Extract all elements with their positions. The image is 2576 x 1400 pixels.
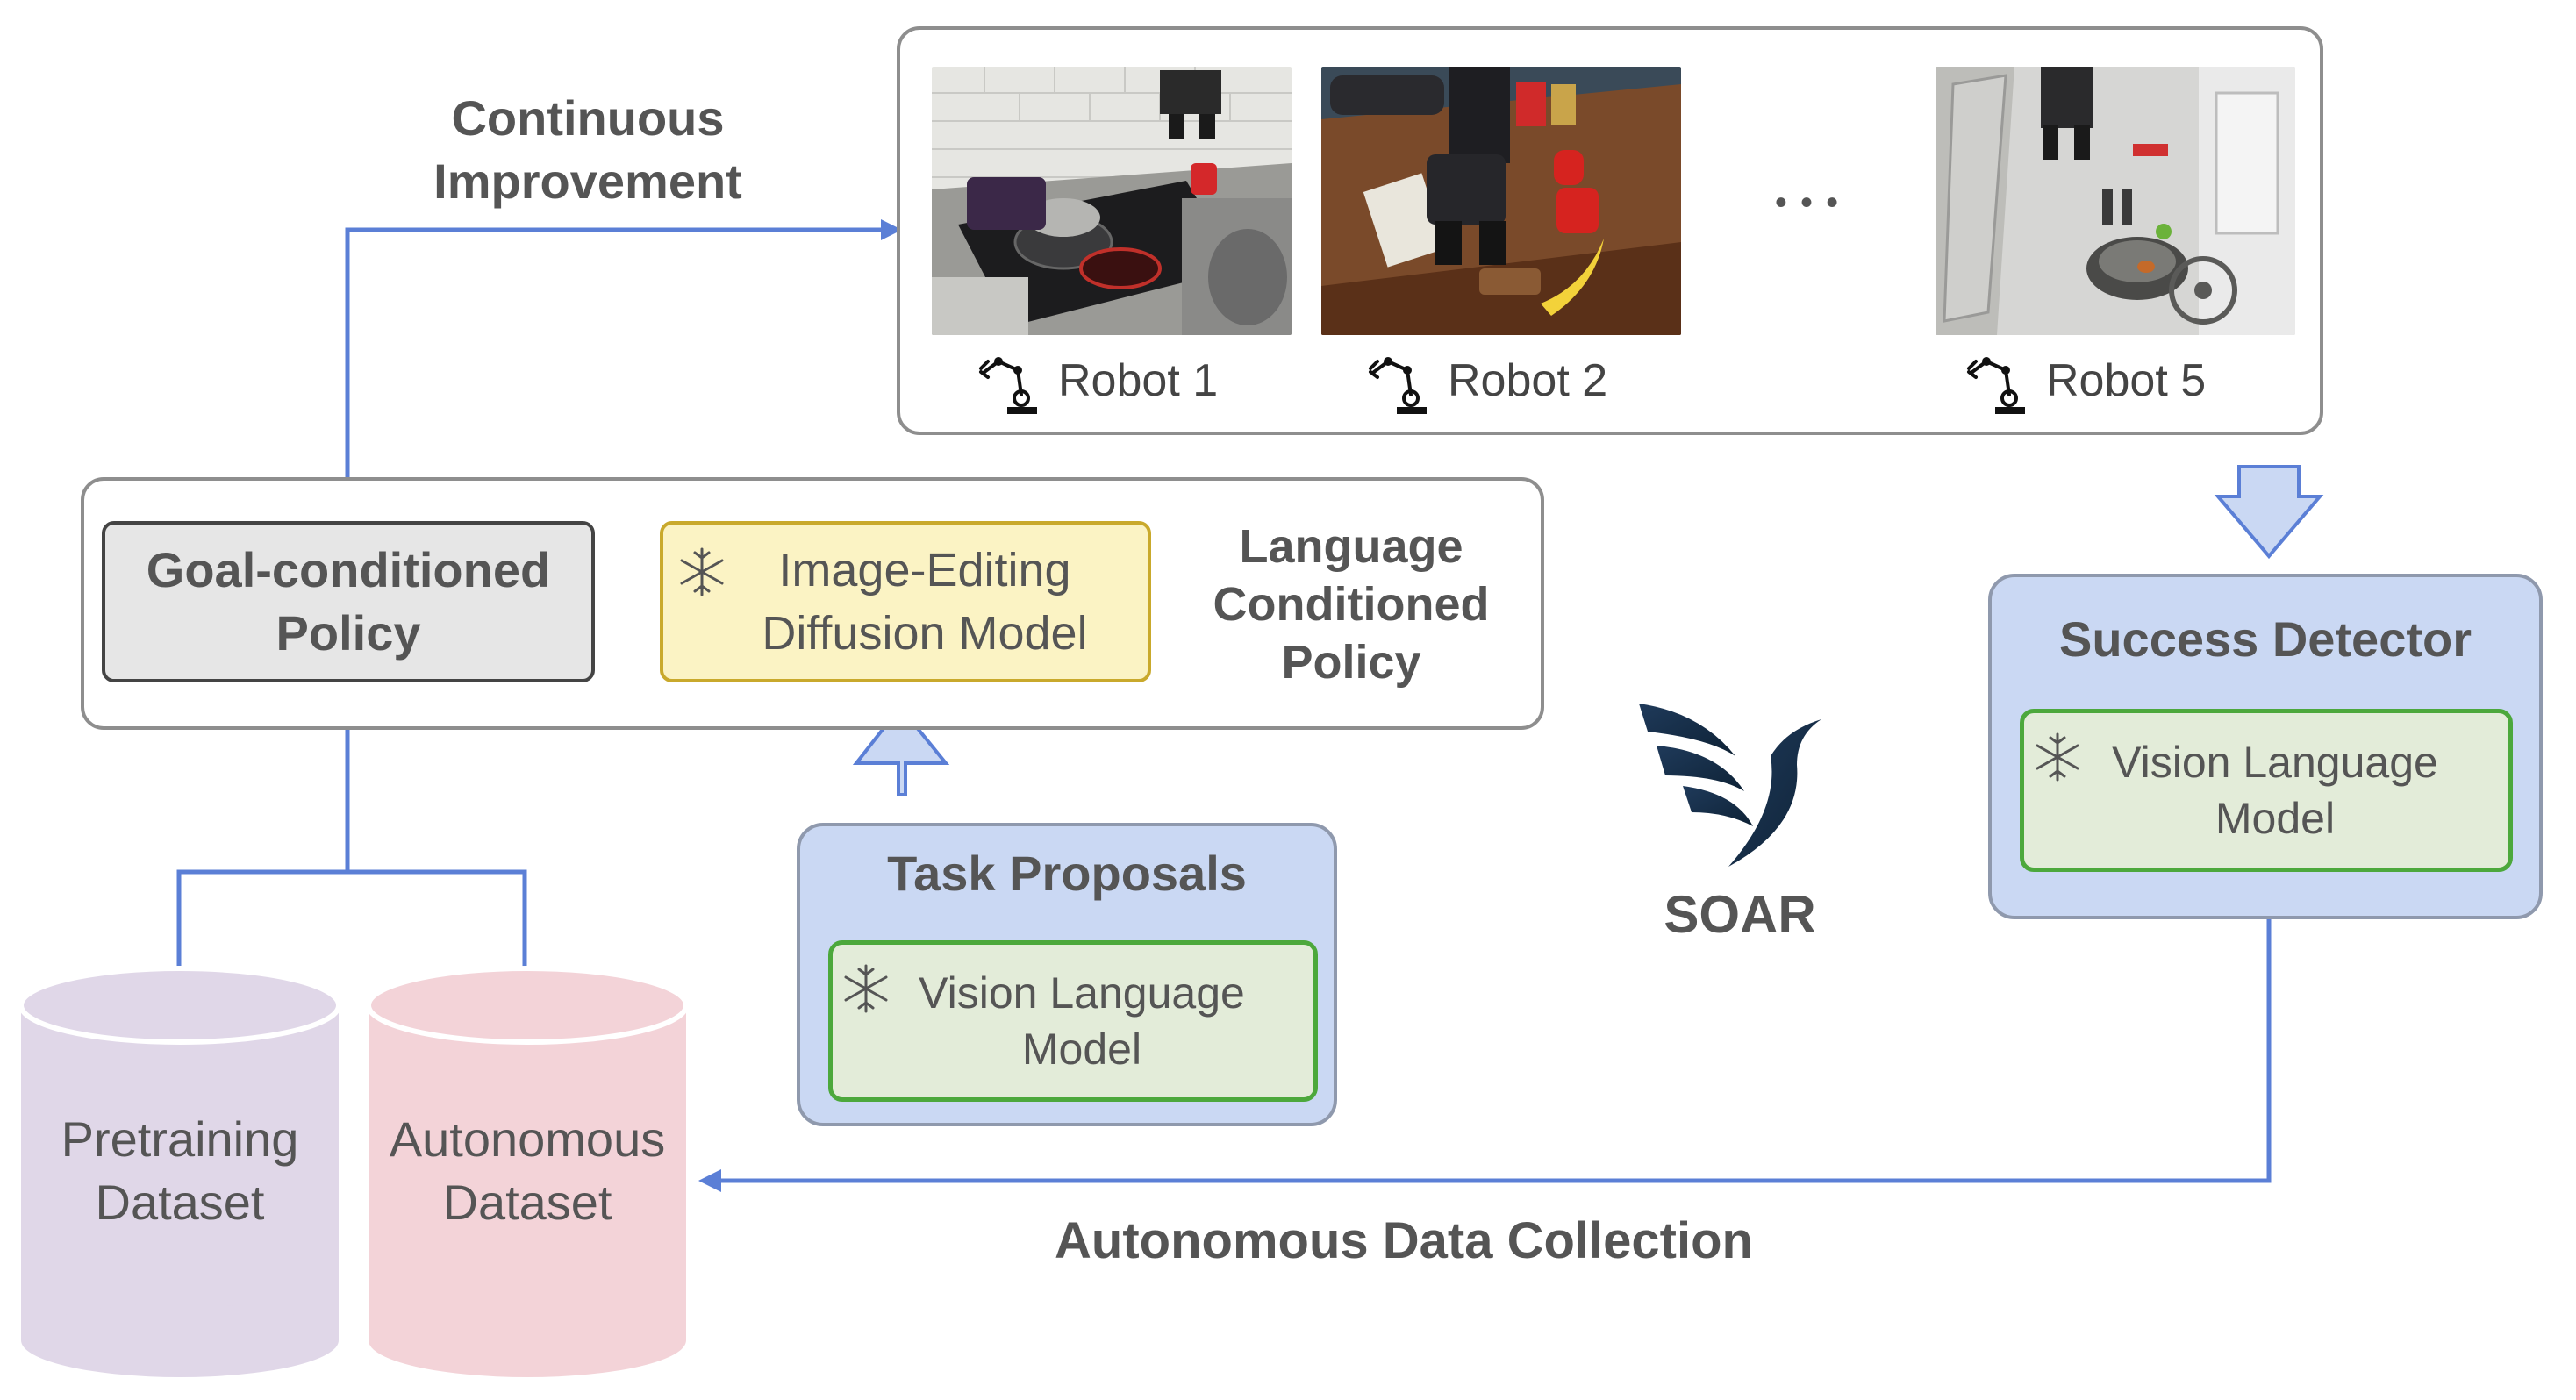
robot-arm-icon: [979, 357, 1037, 414]
goal-policy-line2: Policy: [275, 605, 421, 661]
autonomous-cylinder: [366, 966, 689, 1377]
goal-conditioned-policy-box: Goal-conditioned Policy: [102, 521, 595, 682]
success-detector-panel: Success Detector Vision Language Model: [1988, 574, 2543, 919]
diffusion-model-box: Image-Editing Diffusion Model: [660, 521, 1151, 682]
task-proposals-panel: Task Proposals Vision Language Model: [797, 823, 1337, 1126]
more-robots-ellipsis: • • •: [1774, 182, 1841, 222]
hollow-arrow-up: [852, 704, 950, 796]
autonomous-line2: Dataset: [442, 1175, 612, 1230]
arrowhead-right-robots: [881, 219, 902, 240]
robot-arm-icon: [1369, 357, 1427, 414]
success-detector-vlm-label: Vision Language Model: [2042, 713, 2508, 868]
robot-2-photo: [1321, 67, 1681, 335]
robot-1-caption: Robot 1: [976, 346, 1265, 416]
snowflake-icon: [844, 964, 888, 1013]
pretraining-line1: Pretraining: [61, 1111, 299, 1167]
continuous-improvement-connector: [345, 227, 883, 477]
task-proposals-vlm-box: Vision Language Model: [828, 940, 1318, 1102]
continuous-improvement-line1: Continuous: [451, 90, 725, 146]
pretraining-dataset-label: Pretraining Dataset: [21, 1105, 339, 1237]
diffusion-line2: Diffusion Model: [762, 607, 1088, 660]
robot-2-caption: Robot 2: [1365, 346, 1655, 416]
robot-1-label: Robot 1: [1058, 355, 1219, 406]
goal-policy-line1: Goal-conditioned: [146, 542, 551, 597]
task-proposals-title: Task Proposals: [887, 845, 1247, 901]
dataset-merge-connector: [176, 702, 527, 970]
robot-2-scene: [1321, 67, 1681, 335]
robot-5-caption: Robot 5: [1964, 346, 2253, 416]
autonomous-dataset-label: Autonomous Dataset: [369, 1105, 686, 1237]
robot-5-photo: [1936, 67, 2295, 335]
task-vlm-line1: Vision Language: [919, 968, 1245, 1018]
robot-5-label: Robot 5: [2046, 355, 2207, 406]
autonomous-data-collection-label: Autonomous Data Collection: [1055, 1211, 1753, 1269]
pretraining-cylinder: [18, 966, 341, 1377]
success-vlm-line1: Vision Language: [2112, 738, 2438, 787]
hollow-arrow-down: [2214, 465, 2324, 560]
success-detector-title: Success Detector: [2058, 611, 2472, 667]
continuous-improvement-line2: Improvement: [433, 154, 742, 209]
snowflake-icon: [680, 547, 724, 596]
robot-arm-icon: [1967, 357, 2025, 414]
dataset-cylinders: [18, 966, 689, 1377]
lcp-line3: Policy: [1281, 636, 1421, 689]
robot-2-label: Robot 2: [1448, 355, 1608, 406]
lcp-line1: Language: [1239, 520, 1463, 573]
diffusion-line1: Image-Editing: [778, 544, 1071, 596]
soar-logo: [1639, 704, 1821, 867]
robot-1-photo: [932, 67, 1292, 335]
soar-label: SOAR: [1664, 884, 1816, 944]
arrowhead-left-datasets: [698, 1169, 721, 1192]
diffusion-model-label: Image-Editing Diffusion Model: [698, 525, 1151, 679]
robot-5-scene: [1936, 67, 2295, 335]
language-conditioned-policy-label: Language Conditioned Policy: [1176, 512, 1527, 696]
pretraining-line2: Dataset: [95, 1175, 265, 1230]
lcp-line2: Conditioned: [1213, 578, 1490, 631]
snowflake-icon: [2036, 732, 2079, 782]
task-vlm-line2: Model: [1021, 1025, 1142, 1074]
autonomous-line1: Autonomous: [389, 1111, 666, 1167]
autonomous-collection-connector: [719, 919, 2272, 1183]
robot-1-scene: [932, 67, 1292, 335]
success-detector-vlm-box: Vision Language Model: [2020, 709, 2513, 872]
success-vlm-line2: Model: [2215, 794, 2336, 843]
task-proposals-vlm-label: Vision Language Model: [850, 945, 1313, 1097]
continuous-improvement-label: Continuous Improvement: [386, 84, 790, 216]
